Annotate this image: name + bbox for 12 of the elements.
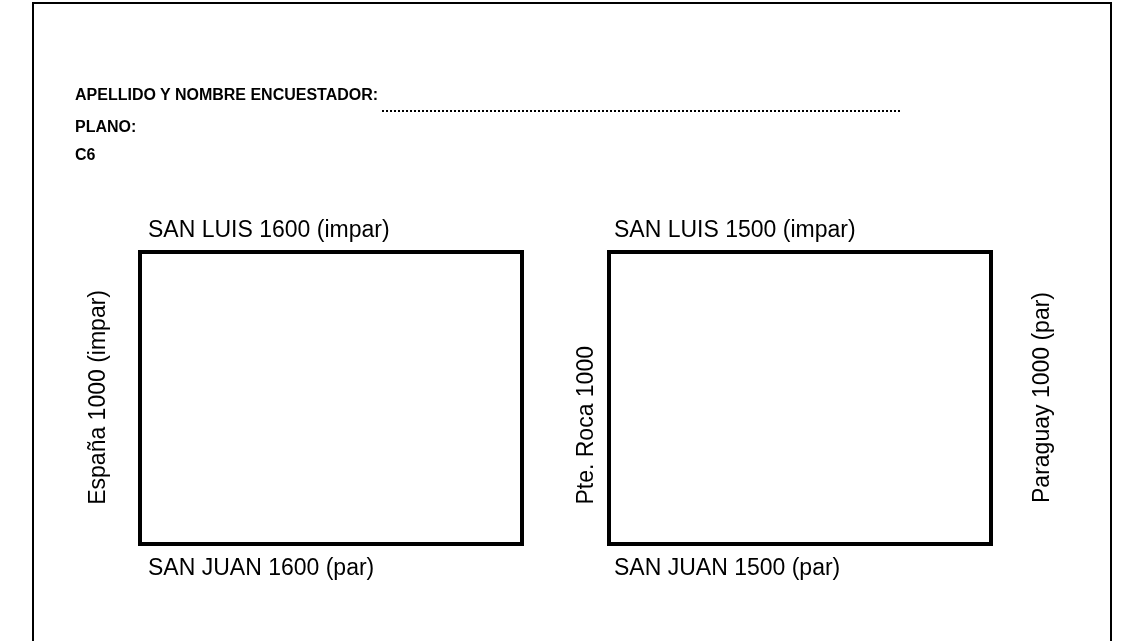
street-label: Pte. Roca 1000	[572, 346, 599, 505]
street-label: SAN JUAN 1500 (par)	[614, 554, 841, 581]
street-label: España 1000 (impar)	[84, 290, 111, 505]
street-label: Paraguay 1000 (par)	[1028, 292, 1055, 503]
city-block	[138, 250, 524, 546]
heading: PLANO:	[75, 118, 137, 136]
field-label: APELLIDO Y NOMBRE ENCUESTADOR:	[75, 86, 379, 104]
street-label: SAN JUAN 1600 (par)	[148, 554, 375, 581]
street-label: SAN LUIS 1500 (impar)	[614, 216, 856, 243]
street-label: SAN LUIS 1600 (impar)	[148, 216, 390, 243]
heading: C6	[75, 146, 96, 164]
city-block	[607, 250, 993, 546]
